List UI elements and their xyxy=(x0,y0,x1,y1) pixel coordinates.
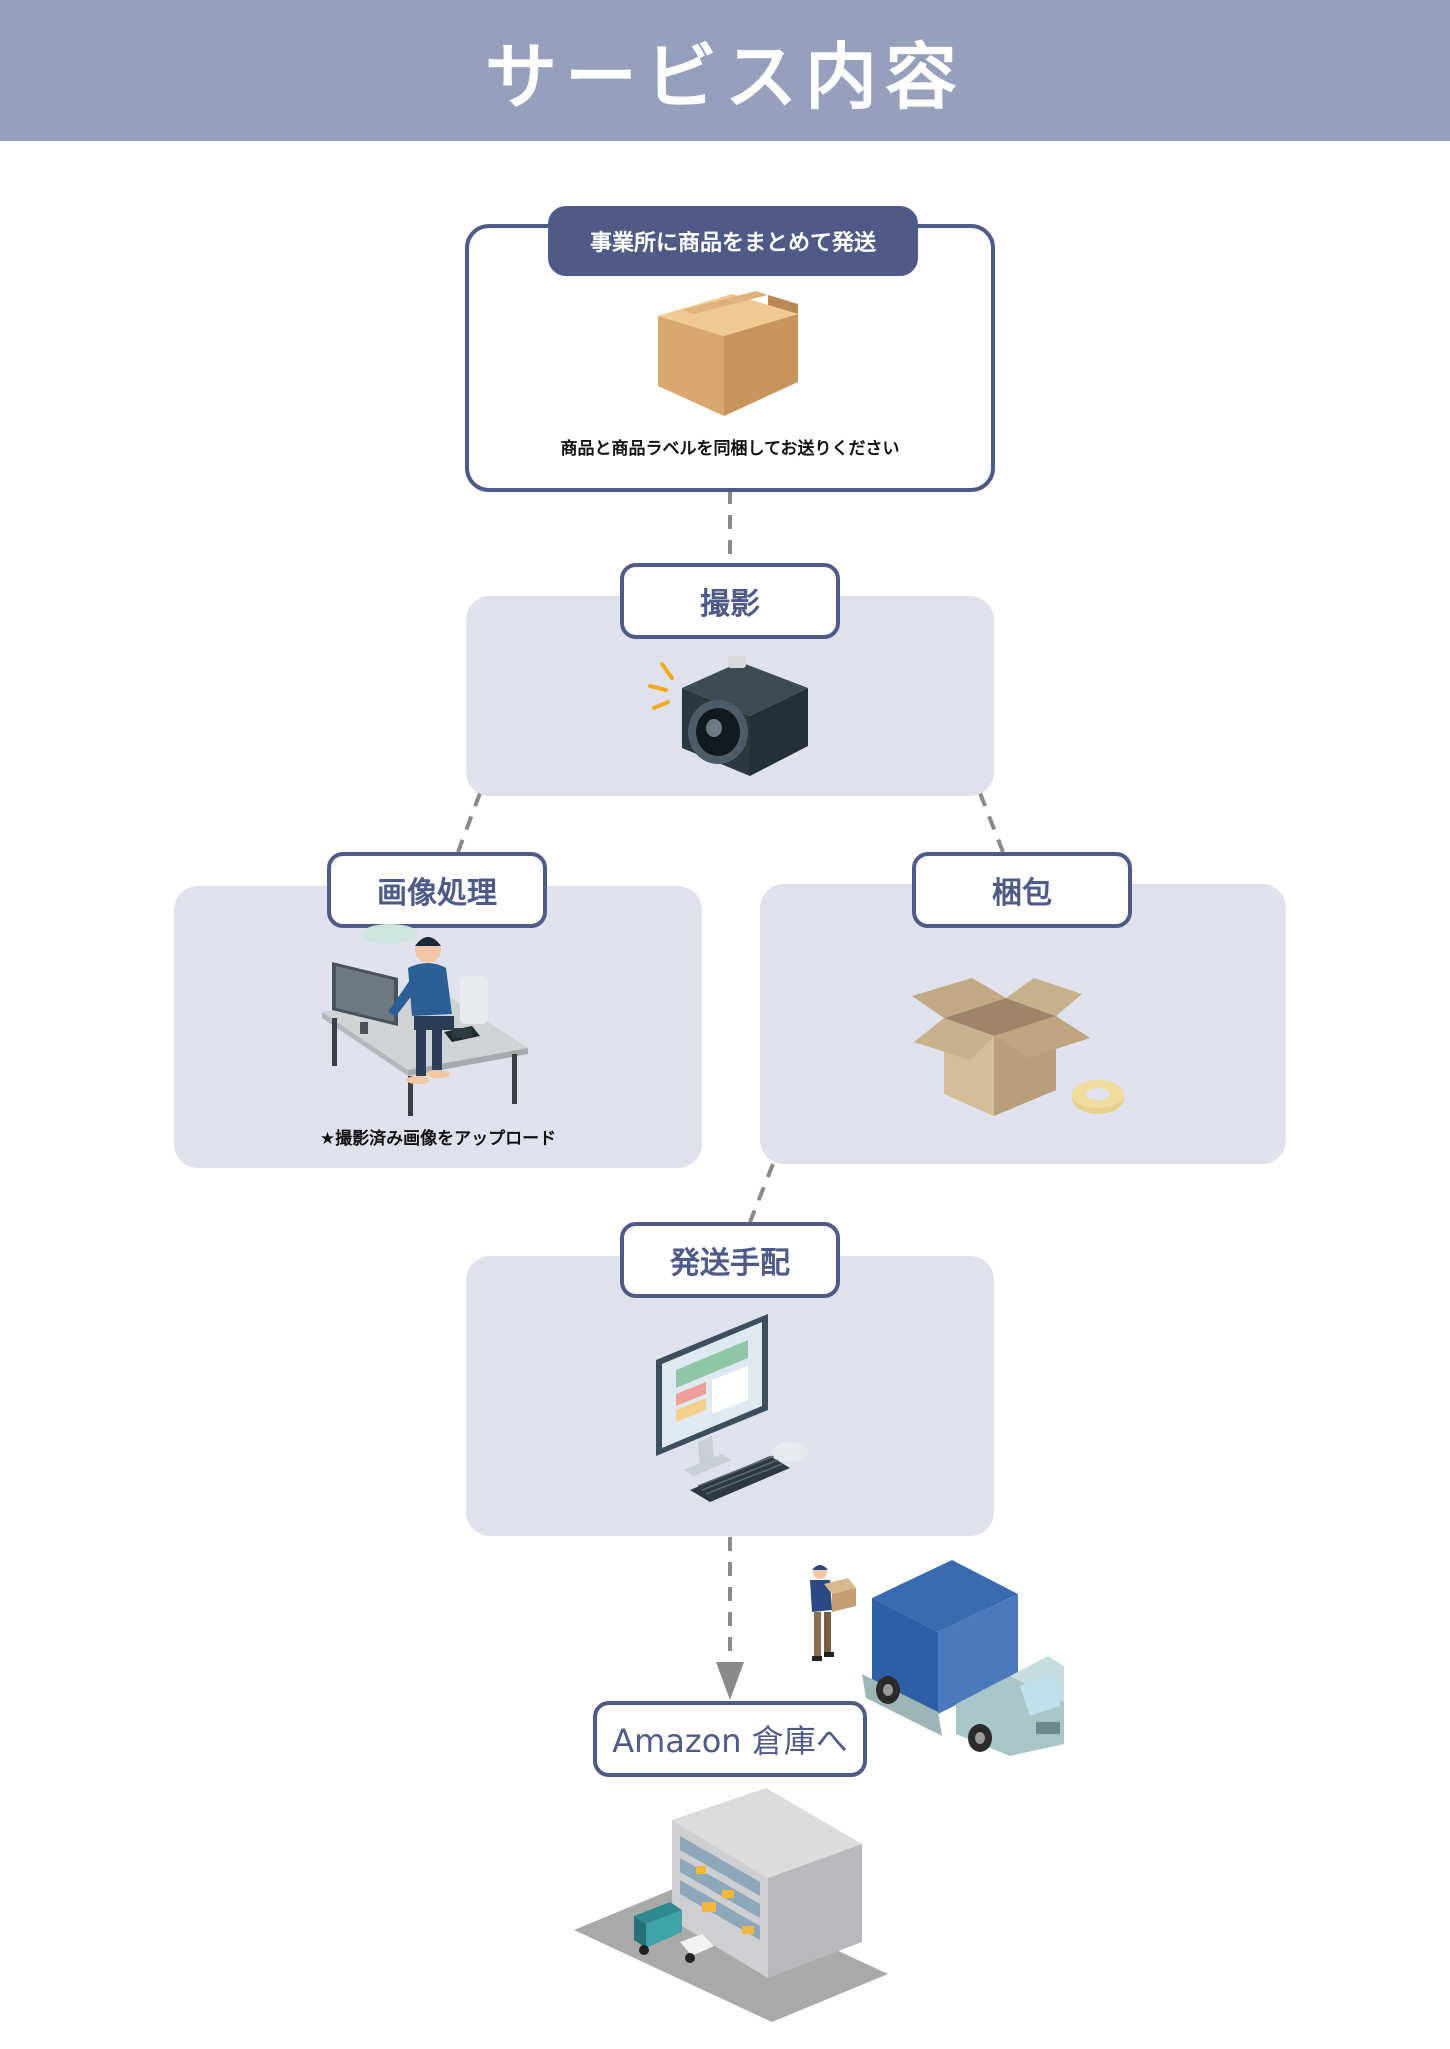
page-title: サービス内容 xyxy=(484,35,965,119)
header-banner: サービス内容 xyxy=(0,0,1450,141)
warehouse-icon xyxy=(574,1788,888,2022)
send-step-label: 事業所に商品をまとめて発送 xyxy=(548,206,918,276)
connector-photo-image xyxy=(456,792,482,853)
image-caption: ★撮影済み画像をアップロード xyxy=(319,1129,557,1149)
cardboard-box-icon xyxy=(658,291,798,416)
image-step-label: 画像処理 xyxy=(327,852,547,928)
camera-icon xyxy=(648,656,808,776)
connector-photo-pack xyxy=(978,792,1005,853)
send-caption: 商品と商品ラベルを同梱してお送りください xyxy=(560,439,900,459)
arrow-head xyxy=(716,1662,744,1700)
open-box-icon xyxy=(912,978,1124,1116)
delivery-worker-icon xyxy=(810,1565,856,1661)
pack-step-label: 梱包 xyxy=(912,852,1132,928)
person-at-desk-icon xyxy=(322,924,528,1116)
photo-step-label: 撮影 xyxy=(620,563,840,639)
connector-pack-ship xyxy=(748,1163,775,1223)
computer-icon xyxy=(656,1314,808,1502)
amazon-step-label: Amazon 倉庫へ xyxy=(593,1701,867,1777)
truck-icon xyxy=(862,1560,1064,1756)
ship-step-label: 発送手配 xyxy=(620,1222,840,1298)
